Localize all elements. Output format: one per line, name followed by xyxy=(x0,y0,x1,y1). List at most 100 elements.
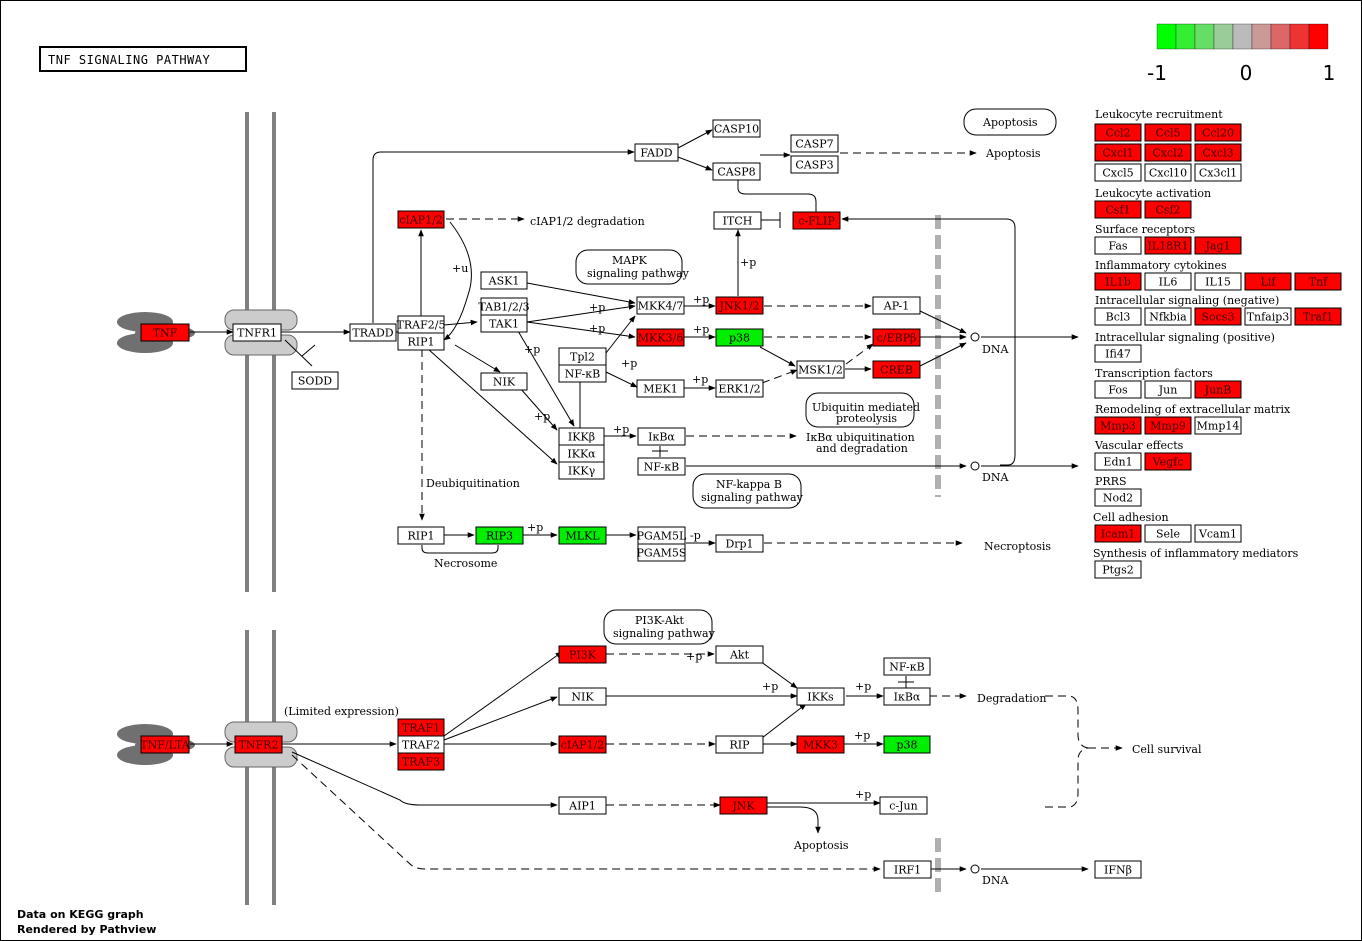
node-traf3[interactable]: TRAF3 xyxy=(397,752,445,771)
node-il1b[interactable]: IL1b xyxy=(1094,272,1142,291)
node-casp7[interactable]: CASP7 xyxy=(790,134,839,153)
node-tpl2[interactable]: Tpl2 xyxy=(558,347,607,366)
node-lif[interactable]: Lif xyxy=(1244,272,1292,291)
node-ifi47[interactable]: Ifi47 xyxy=(1094,344,1142,363)
node-tab123[interactable]: TAB1/2/3 xyxy=(478,297,530,316)
node-traf25[interactable]: TRAF2/5 xyxy=(397,315,446,334)
node-traf2[interactable]: TRAF2 xyxy=(397,735,445,754)
node-itch[interactable]: ITCH xyxy=(713,211,762,230)
node-ccl2[interactable]: Ccl2 xyxy=(1094,123,1142,142)
node-traf1[interactable]: TRAF1 xyxy=(397,718,445,737)
node-jun[interactable]: Jun xyxy=(1144,380,1192,399)
node-rip3[interactable]: RIP3 xyxy=(475,526,524,545)
node-ask1[interactable]: ASK1 xyxy=(480,271,528,290)
node-erk12[interactable]: ERK1/2 xyxy=(715,379,764,398)
node-casp10[interactable]: CASP10 xyxy=(712,119,761,138)
node-tnfr1[interactable]: TNFR1 xyxy=(232,323,282,342)
node-aip1[interactable]: AIP1 xyxy=(558,796,607,815)
node-nfkb3[interactable]: NF-κB xyxy=(883,657,931,676)
node-nik2[interactable]: NIK xyxy=(558,687,607,706)
node-vcam1[interactable]: Vcam1 xyxy=(1194,524,1242,543)
node-tak1[interactable]: TAK1 xyxy=(480,314,528,333)
node-junb[interactable]: JunB xyxy=(1194,380,1242,399)
node-akt[interactable]: Akt xyxy=(715,645,764,664)
node-p38b[interactable]: p38 xyxy=(883,735,931,754)
node-sodd[interactable]: SODD xyxy=(291,371,339,390)
node-fos[interactable]: Fos xyxy=(1094,380,1142,399)
node-traf1b[interactable]: Traf1 xyxy=(1294,307,1342,326)
node-ptgs2[interactable]: Ptgs2 xyxy=(1094,560,1142,579)
mapk-pathway-link[interactable]: MAPK signaling pathway xyxy=(575,249,690,285)
node-cxcl5[interactable]: Cxcl5 xyxy=(1094,163,1142,182)
node-mek1[interactable]: MEK1 xyxy=(636,379,685,398)
node-pgam5l[interactable]: PGAM5L xyxy=(637,526,687,545)
node-msk12[interactable]: MSK1/2 xyxy=(796,360,845,379)
node-ikkg[interactable]: IKKγ xyxy=(558,461,605,480)
ubiquitin-pathway-link[interactable]: Ubiquitin mediated proteolysis xyxy=(805,392,920,428)
node-pi3k[interactable]: PI3K xyxy=(558,645,607,664)
node-csf2[interactable]: Csf2 xyxy=(1144,200,1192,219)
node-rip1a[interactable]: RIP1 xyxy=(397,332,445,351)
nfkappab-pathway-link[interactable]: NF-kappa B signaling pathway xyxy=(692,473,804,509)
node-ikka[interactable]: IKKα xyxy=(558,444,605,463)
node-tnf[interactable]: TNF xyxy=(140,323,190,342)
node-nfkb1[interactable]: NF-κB xyxy=(558,364,607,383)
node-pgam5s[interactable]: PGAM5S xyxy=(637,543,687,562)
node-fas[interactable]: Fas xyxy=(1094,236,1142,255)
node-bcl3[interactable]: Bcl3 xyxy=(1094,307,1142,326)
node-ifnb[interactable]: IFNβ xyxy=(1094,860,1142,879)
node-jnk[interactable]: JNK xyxy=(719,796,768,815)
node-il18r1[interactable]: IL18R1 xyxy=(1144,236,1192,255)
node-tnfaip3[interactable]: Tnfaip3 xyxy=(1244,307,1292,326)
node-creb[interactable]: CREB xyxy=(872,360,921,379)
node-ciap12b[interactable]: cIAP1/2 xyxy=(558,735,607,754)
node-mkk36[interactable]: MKK3/6 xyxy=(636,328,685,347)
node-ikba2[interactable]: IκBα xyxy=(883,687,931,706)
pi3k-akt-pathway-link[interactable]: PI3K-Akt signaling pathway xyxy=(603,609,716,645)
node-ccl20[interactable]: Ccl20 xyxy=(1194,123,1242,142)
node-tnflta[interactable]: TNF/LTA xyxy=(140,735,191,754)
node-cebpb[interactable]: c/EBPβ xyxy=(872,328,921,347)
node-vegfc[interactable]: Vegfc xyxy=(1144,452,1192,471)
node-sele[interactable]: Sele xyxy=(1144,524,1192,543)
node-ikkb[interactable]: IKKβ xyxy=(558,427,605,446)
node-cx3cl1[interactable]: Cx3cl1 xyxy=(1194,163,1242,182)
node-ikks[interactable]: IKKs xyxy=(796,687,845,706)
node-fadd[interactable]: FADD xyxy=(634,143,679,162)
node-socs3[interactable]: Socs3 xyxy=(1194,307,1242,326)
node-tnf2[interactable]: Tnf xyxy=(1294,272,1342,291)
node-rip[interactable]: RIP xyxy=(715,735,764,754)
node-jag1[interactable]: Jag1 xyxy=(1194,236,1242,255)
node-il6[interactable]: IL6 xyxy=(1144,272,1192,291)
node-nfkbia[interactable]: Nfkbia xyxy=(1144,307,1192,326)
node-cxcl2[interactable]: Cxcl2 xyxy=(1144,143,1192,162)
node-cjun[interactable]: c-Jun xyxy=(879,796,928,815)
node-nfkb2[interactable]: NF-κB xyxy=(637,457,686,476)
node-mkk3[interactable]: MKK3 xyxy=(796,735,845,754)
node-nik1[interactable]: NIK xyxy=(480,372,528,391)
node-mmp9[interactable]: Mmp9 xyxy=(1144,416,1192,435)
node-ciap12a[interactable]: cIAP1/2 xyxy=(397,210,445,229)
node-mkk47[interactable]: MKK4/7 xyxy=(636,296,685,315)
node-ap1[interactable]: AP-1 xyxy=(872,296,921,315)
node-drp1[interactable]: Drp1 xyxy=(715,534,764,553)
node-mlkl[interactable]: MLKL xyxy=(558,526,607,545)
node-casp8[interactable]: CASP8 xyxy=(712,162,761,181)
node-jnk12[interactable]: JNK1/2 xyxy=(715,296,764,315)
node-p38a[interactable]: p38 xyxy=(715,328,764,347)
node-ccl5[interactable]: Ccl5 xyxy=(1144,123,1192,142)
node-edn1[interactable]: Edn1 xyxy=(1094,452,1142,471)
node-cxcl3[interactable]: Cxcl3 xyxy=(1194,143,1242,162)
node-irf1[interactable]: IRF1 xyxy=(883,860,932,879)
node-cflip[interactable]: c-FLIP xyxy=(792,211,841,230)
node-mmp3[interactable]: Mmp3 xyxy=(1094,416,1142,435)
node-cxcl1[interactable]: Cxcl1 xyxy=(1094,143,1142,162)
node-mmp14[interactable]: Mmp14 xyxy=(1194,416,1242,435)
node-casp3[interactable]: CASP3 xyxy=(790,155,839,174)
node-nod2[interactable]: Nod2 xyxy=(1094,488,1142,507)
node-tradd[interactable]: TRADD xyxy=(349,323,397,342)
node-cxcl10[interactable]: Cxcl10 xyxy=(1144,163,1192,182)
node-csf1[interactable]: Csf1 xyxy=(1094,200,1142,219)
node-icam1[interactable]: Icam1 xyxy=(1094,524,1142,543)
node-ikba1[interactable]: IκBα xyxy=(637,427,686,446)
